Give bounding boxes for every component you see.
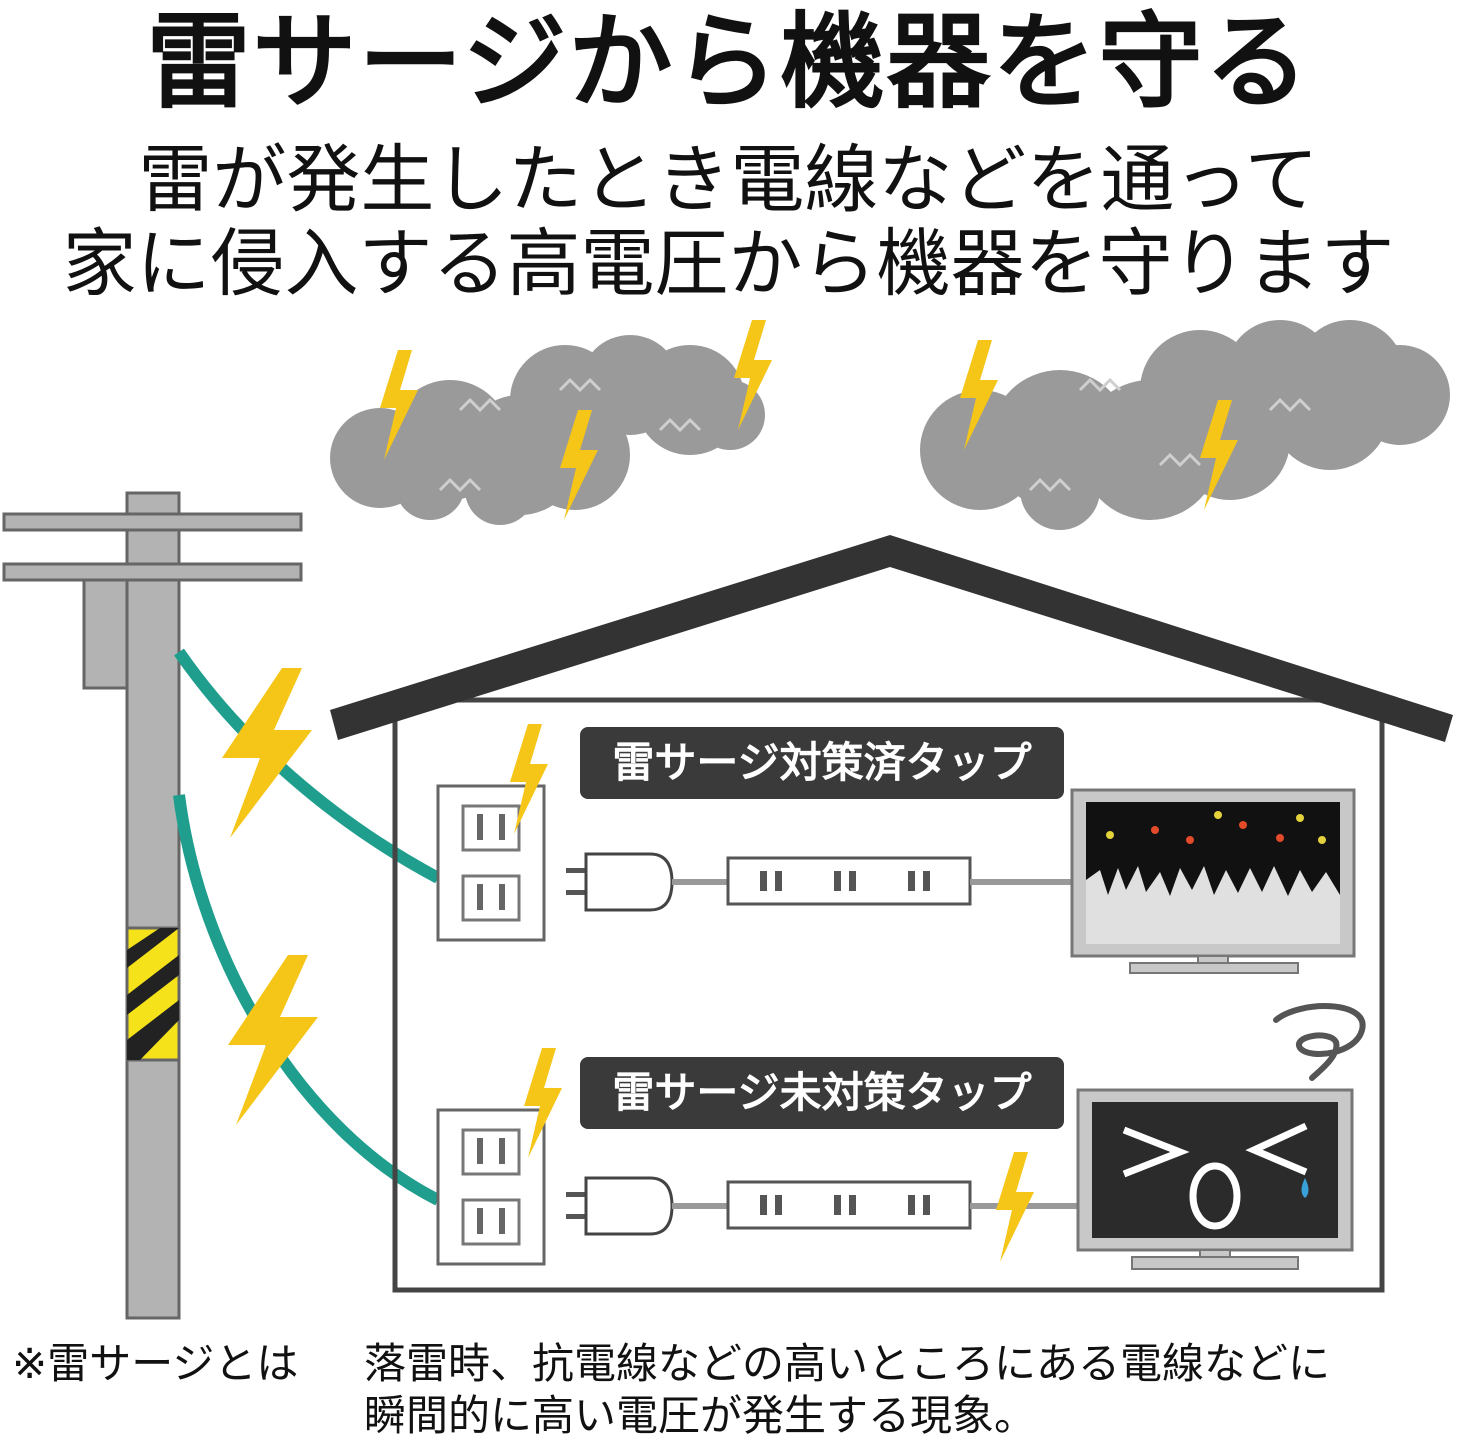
footnote-head: ※雷サージとは xyxy=(12,1339,299,1388)
lightning-icon xyxy=(222,668,312,838)
plug-icon xyxy=(566,852,674,912)
tear-drop-icon xyxy=(1301,1178,1309,1198)
wall-outlet-icon xyxy=(436,1108,546,1266)
power-strip-icon xyxy=(726,856,972,906)
power-strip-icon xyxy=(726,1180,972,1230)
utility-pole-icon xyxy=(2,491,303,1320)
tv-icon xyxy=(1076,1088,1354,1270)
cloud-icon xyxy=(330,335,765,525)
tv-icon xyxy=(1070,788,1356,974)
unprotected-tap-label: 雷サージ未対策タップ xyxy=(580,1057,1064,1129)
house-icon xyxy=(330,535,1453,1293)
protected-tap-label: 雷サージ対策済タップ xyxy=(580,727,1064,799)
plug-icon xyxy=(566,1176,674,1236)
wall-outlet-icon xyxy=(436,784,546,942)
subtitle-line-2: 家に侵入する高電圧から機器を守ります xyxy=(62,221,1395,307)
page-title: 雷サージから機器を守る xyxy=(146,1,1311,123)
footnote-line-1: 落雷時、抗電線などの高いところにある電線などに xyxy=(364,1339,1331,1388)
power-line-upper xyxy=(174,648,441,884)
cloud-icon xyxy=(920,320,1450,530)
dizzy-swirl-icon xyxy=(1273,1003,1366,1081)
footnote: ※雷サージとは 落雷時、抗電線などの高いところにある電線などに瞬間的に高い電圧が発… xyxy=(12,1338,1444,1442)
footnote-body: 落雷時、抗電線などの高いところにある電線などに瞬間的に高い電圧が発生する現象。 xyxy=(364,1338,1444,1442)
subtitle-line-1: 雷が発生したとき電線などを通って xyxy=(138,137,1319,223)
footnote-line-2: 瞬間的に高い電圧が発生する現象。 xyxy=(364,1391,1037,1440)
